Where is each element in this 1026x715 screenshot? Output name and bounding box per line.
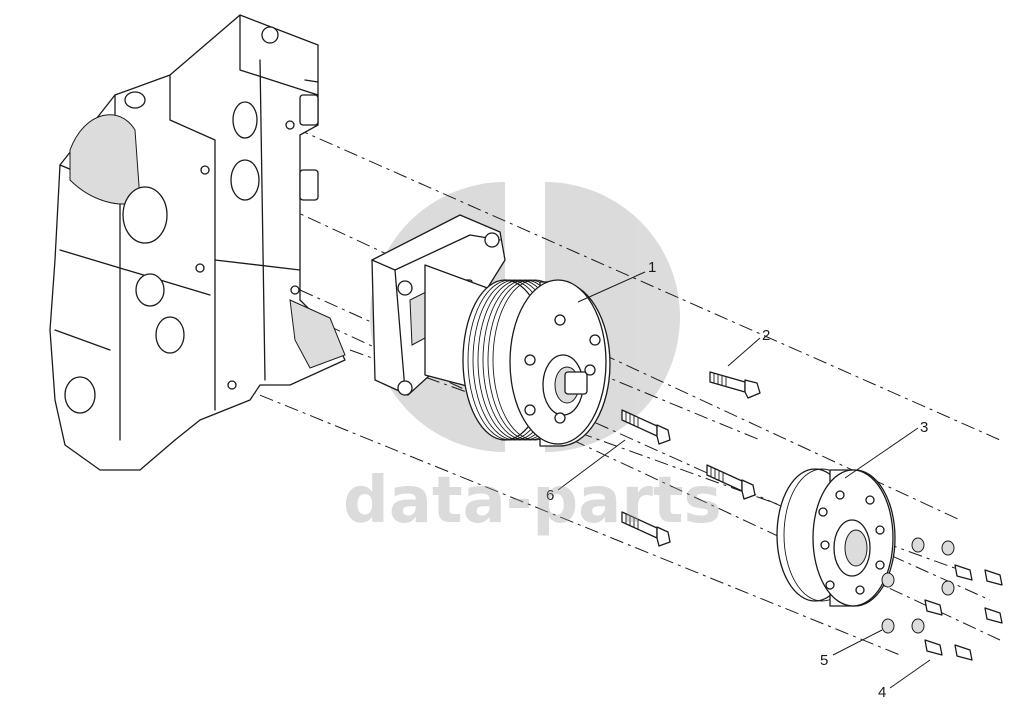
engine-block <box>49 14 346 471</box>
hub <box>776 468 896 607</box>
bolt-part-6-upper <box>621 409 671 445</box>
bolt-part-6-lower <box>621 511 671 547</box>
bolt-part-2 <box>709 371 761 399</box>
callout-5: 5 <box>820 652 828 669</box>
bolt-part-6-middle <box>706 464 756 500</box>
leader-lines <box>557 271 931 689</box>
callout-1: 1 <box>648 259 656 276</box>
water-pump <box>371 214 611 447</box>
callout-6: 6 <box>546 487 554 504</box>
callout-3: 3 <box>920 419 928 436</box>
washers <box>881 537 955 634</box>
watermark-text: data-parts <box>343 464 722 538</box>
callout-labels: 1 2 3 4 5 6 <box>546 259 928 701</box>
callout-4: 4 <box>878 684 886 701</box>
small-bolts <box>924 564 1003 661</box>
callout-2: 2 <box>762 327 770 344</box>
